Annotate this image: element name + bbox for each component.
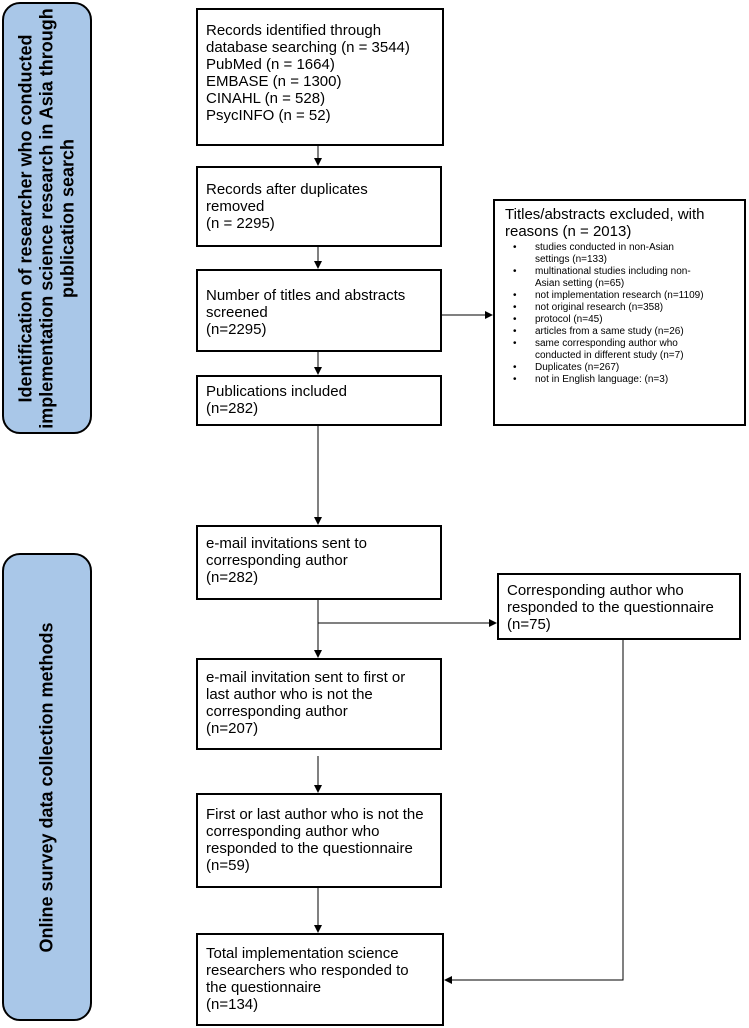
box-text-line: last author who is not the bbox=[206, 686, 373, 703]
exclusion-reason-item: articles from a same study (n=26) bbox=[505, 326, 734, 338]
box-text-line: (n=59) bbox=[206, 857, 250, 874]
box-text-line: database searching (n = 3544) bbox=[206, 39, 410, 56]
box-text-line: researchers who responded to bbox=[206, 962, 409, 979]
box-text-line: CINAHL (n = 528) bbox=[206, 90, 326, 107]
exclusion-reason-text: same corresponding author who bbox=[535, 338, 678, 349]
box-text-line: Records after duplicates bbox=[206, 181, 368, 198]
box-text-line: First or last author who is not the bbox=[206, 806, 424, 823]
exclusion-reason-item: not in English language: (n=3) bbox=[505, 374, 734, 386]
box-text-line: (n = 2295) bbox=[206, 215, 275, 232]
box-text-line: PsycINFO (n = 52) bbox=[206, 107, 331, 124]
box-text-line: corresponding author bbox=[206, 552, 348, 569]
box-text-line: Records identified through bbox=[206, 22, 382, 39]
box-text-line: corresponding author bbox=[206, 703, 348, 720]
exclusion-reason-item: not implementation research (n=1109) bbox=[505, 290, 734, 302]
box-text-line: corresponding author who bbox=[206, 823, 380, 840]
box-text-line: responded to the questionnaire bbox=[206, 840, 413, 857]
exclusion-reason-text: settings (n=133) bbox=[535, 254, 607, 265]
box-text-line: (n=134) bbox=[206, 996, 259, 1013]
exclusion-reason-text: protocol (n=45) bbox=[535, 314, 603, 325]
box-text-line: PubMed (n = 1664) bbox=[206, 56, 335, 73]
exclusion-reason-text: Duplicates (n=267) bbox=[535, 362, 620, 373]
box-text-line: (n=207) bbox=[206, 720, 259, 737]
exclusion-reason-text: multinational studies including non- bbox=[535, 266, 691, 277]
box-text-line: Total implementation science bbox=[206, 945, 399, 962]
box-text-line: responded to the questionnaire bbox=[507, 599, 714, 616]
exclusion-reason-item: not original research (n=358) bbox=[505, 302, 734, 314]
side-label-identification: Identification of researcher who conduct… bbox=[2, 2, 92, 434]
publications-included-box: Publications included(n=282) bbox=[196, 375, 442, 426]
box-text-line: Publications included bbox=[206, 383, 347, 400]
box-text-line: e-mail invitations sent to bbox=[206, 535, 367, 552]
box-text-line: the questionnaire bbox=[206, 979, 322, 996]
exclusion-reason-text: Asian setting (n=65) bbox=[535, 278, 625, 289]
box-text-line: EMBASE (n = 1300) bbox=[206, 73, 342, 90]
exclusion-reason-text: not original research (n=358) bbox=[535, 302, 664, 313]
box-text-line: (n=75) bbox=[507, 616, 551, 633]
box-text-line: (n=282) bbox=[206, 400, 259, 417]
exclusion-reason-text: studies conducted in non-Asian bbox=[535, 242, 674, 253]
side-label-online-survey: Online survey data collection methods bbox=[2, 553, 92, 1021]
exclusions-heading-line: reasons (n = 2013) bbox=[505, 223, 632, 240]
exclusion-reason-text: articles from a same study (n=26) bbox=[535, 326, 684, 337]
box-text-line: (n=2295) bbox=[206, 321, 267, 338]
exclusion-reason-text: not implementation research (n=1109) bbox=[535, 290, 704, 301]
exclusion-reason-item: multinational studies including non-Asia… bbox=[505, 266, 734, 290]
exclusion-reason-item: protocol (n=45) bbox=[505, 314, 734, 326]
box-text-line: removed bbox=[206, 198, 265, 215]
box-text-line: Corresponding author who bbox=[507, 582, 684, 599]
box-text-line: screened bbox=[206, 304, 268, 321]
exclusions-heading-line: Titles/abstracts excluded, with bbox=[505, 206, 705, 223]
exclusion-reason-text: conducted in different study (n=7) bbox=[535, 350, 684, 361]
box-text-line: e-mail invitation sent to first or bbox=[206, 669, 406, 686]
box-text-line: Number of titles and abstracts bbox=[206, 287, 406, 304]
arrow-corresponding-to-total bbox=[444, 640, 624, 984]
exclusion-reason-text: not in English language: (n=3) bbox=[535, 374, 669, 385]
box-text-line: (n=282) bbox=[206, 569, 259, 586]
exclusion-reason-item: Duplicates (n=267) bbox=[505, 362, 734, 374]
